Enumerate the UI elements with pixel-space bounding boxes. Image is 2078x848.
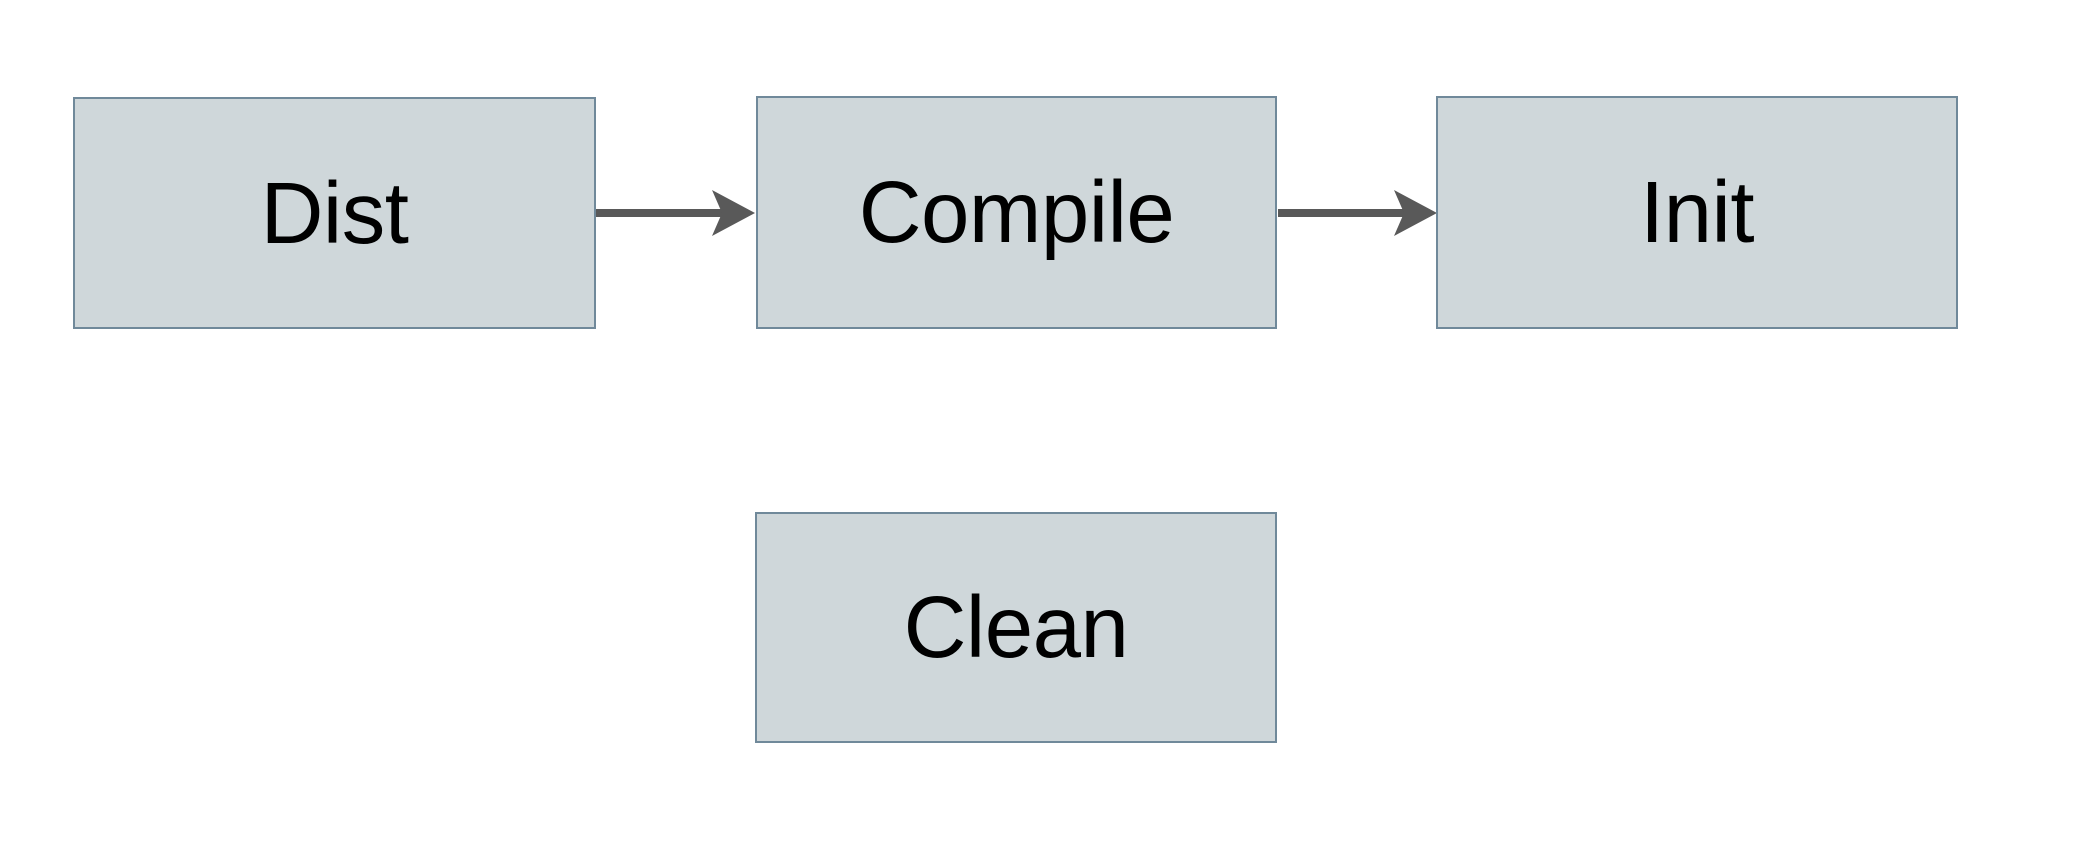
node-dist-label: Dist: [260, 164, 409, 262]
node-clean-label: Clean: [903, 579, 1129, 676]
node-clean[interactable]: Clean: [755, 512, 1277, 743]
node-compile[interactable]: Compile: [756, 96, 1277, 329]
node-compile-label: Compile: [858, 164, 1175, 261]
arrowhead-icon: [712, 190, 755, 236]
node-init-label: Init: [1639, 164, 1755, 261]
edge-dist-to-compile: [596, 190, 755, 236]
edge-compile-to-init: [1278, 190, 1437, 236]
arrowhead-icon: [1394, 190, 1437, 236]
node-dist[interactable]: Dist: [73, 97, 596, 329]
node-init[interactable]: Init: [1436, 96, 1958, 329]
